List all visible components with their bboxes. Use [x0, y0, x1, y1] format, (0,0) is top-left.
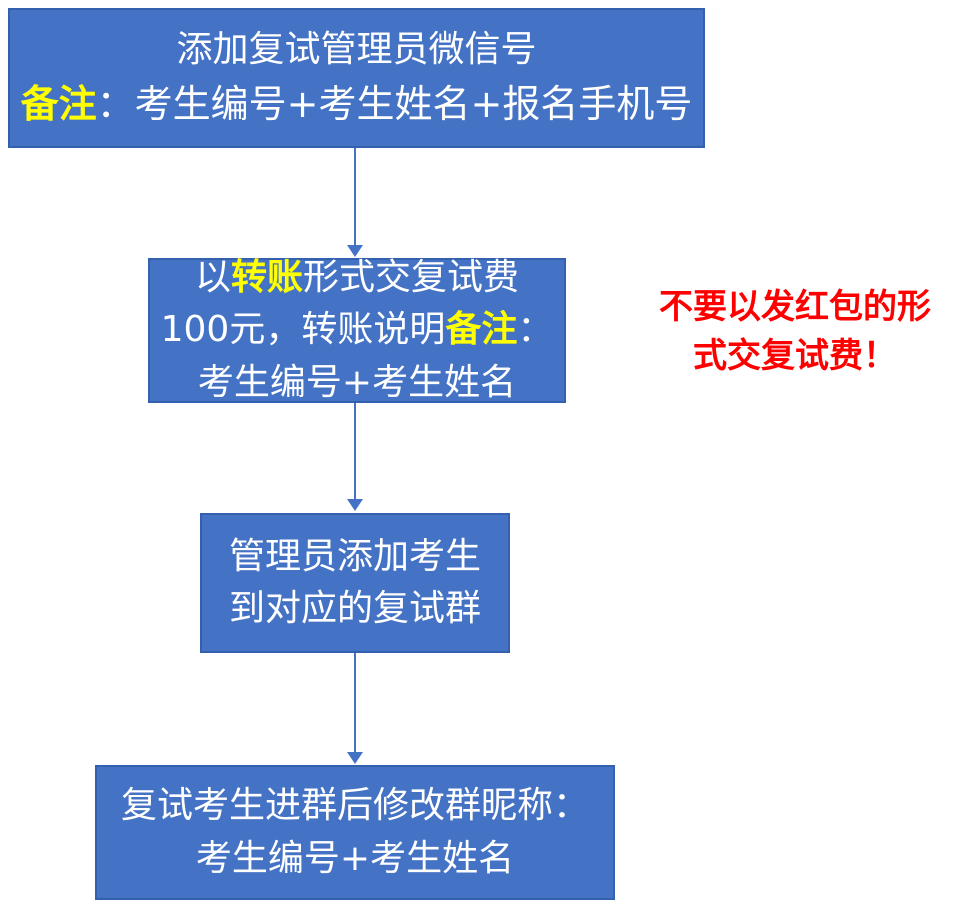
step2-line1: 以转账形式交复试费	[195, 252, 519, 304]
step2-transfer-highlight: 转账	[230, 257, 303, 299]
step2-line2-pre: 100元，转账说明	[160, 309, 446, 351]
arrow-3-head-icon	[347, 752, 363, 764]
step4-line2: 考生编号+考生姓名	[195, 837, 515, 879]
arrow-2-line	[354, 403, 356, 499]
step3-line1: 管理员添加考生	[228, 535, 481, 577]
flow-step-add-admin-wechat: 添加复试管理员微信号 备注：考生编号+考生姓名+报名手机号	[8, 8, 705, 148]
step1-line2: 备注：考生编号+考生姓名+报名手机号	[21, 77, 693, 132]
step1-remark-rest: ：考生编号+考生姓名+报名手机号	[96, 81, 693, 126]
warning-line2: 式交复试费！	[693, 336, 897, 377]
step4-line1: 复试考生进群后修改群昵称：	[120, 785, 589, 827]
arrow-2-head-icon	[347, 499, 363, 511]
step2-line2-post: ：	[517, 309, 554, 351]
step2-line1-pre: 以	[194, 257, 231, 299]
step1-remark-highlight: 备注	[20, 81, 97, 126]
flow-step-change-group-nickname: 复试考生进群后修改群昵称： 考生编号+考生姓名	[95, 765, 615, 900]
flow-step-admin-adds-candidate: 管理员添加考生 到对应的复试群	[200, 513, 510, 653]
warning-line1: 不要以发红包的形	[659, 287, 931, 327]
step2-line1-post: 形式交复试费	[303, 257, 520, 299]
step2-remark-highlight: 备注	[445, 309, 518, 351]
step1-line1: 添加复试管理员微信号	[176, 29, 537, 71]
arrow-3-line	[354, 653, 356, 752]
arrow-1-head-icon	[347, 245, 363, 257]
arrow-1-line	[354, 148, 356, 245]
step3-line2: 到对应的复试群	[228, 588, 481, 629]
warning-note: 不要以发红包的形 式交复试费！	[630, 283, 960, 382]
step2-line2: 100元，转账说明备注：	[161, 304, 554, 356]
flow-step-transfer-fee: 以转账形式交复试费 100元，转账说明备注： 考生编号+考生姓名	[148, 257, 566, 403]
step2-line3: 考生编号+考生姓名	[197, 361, 517, 403]
